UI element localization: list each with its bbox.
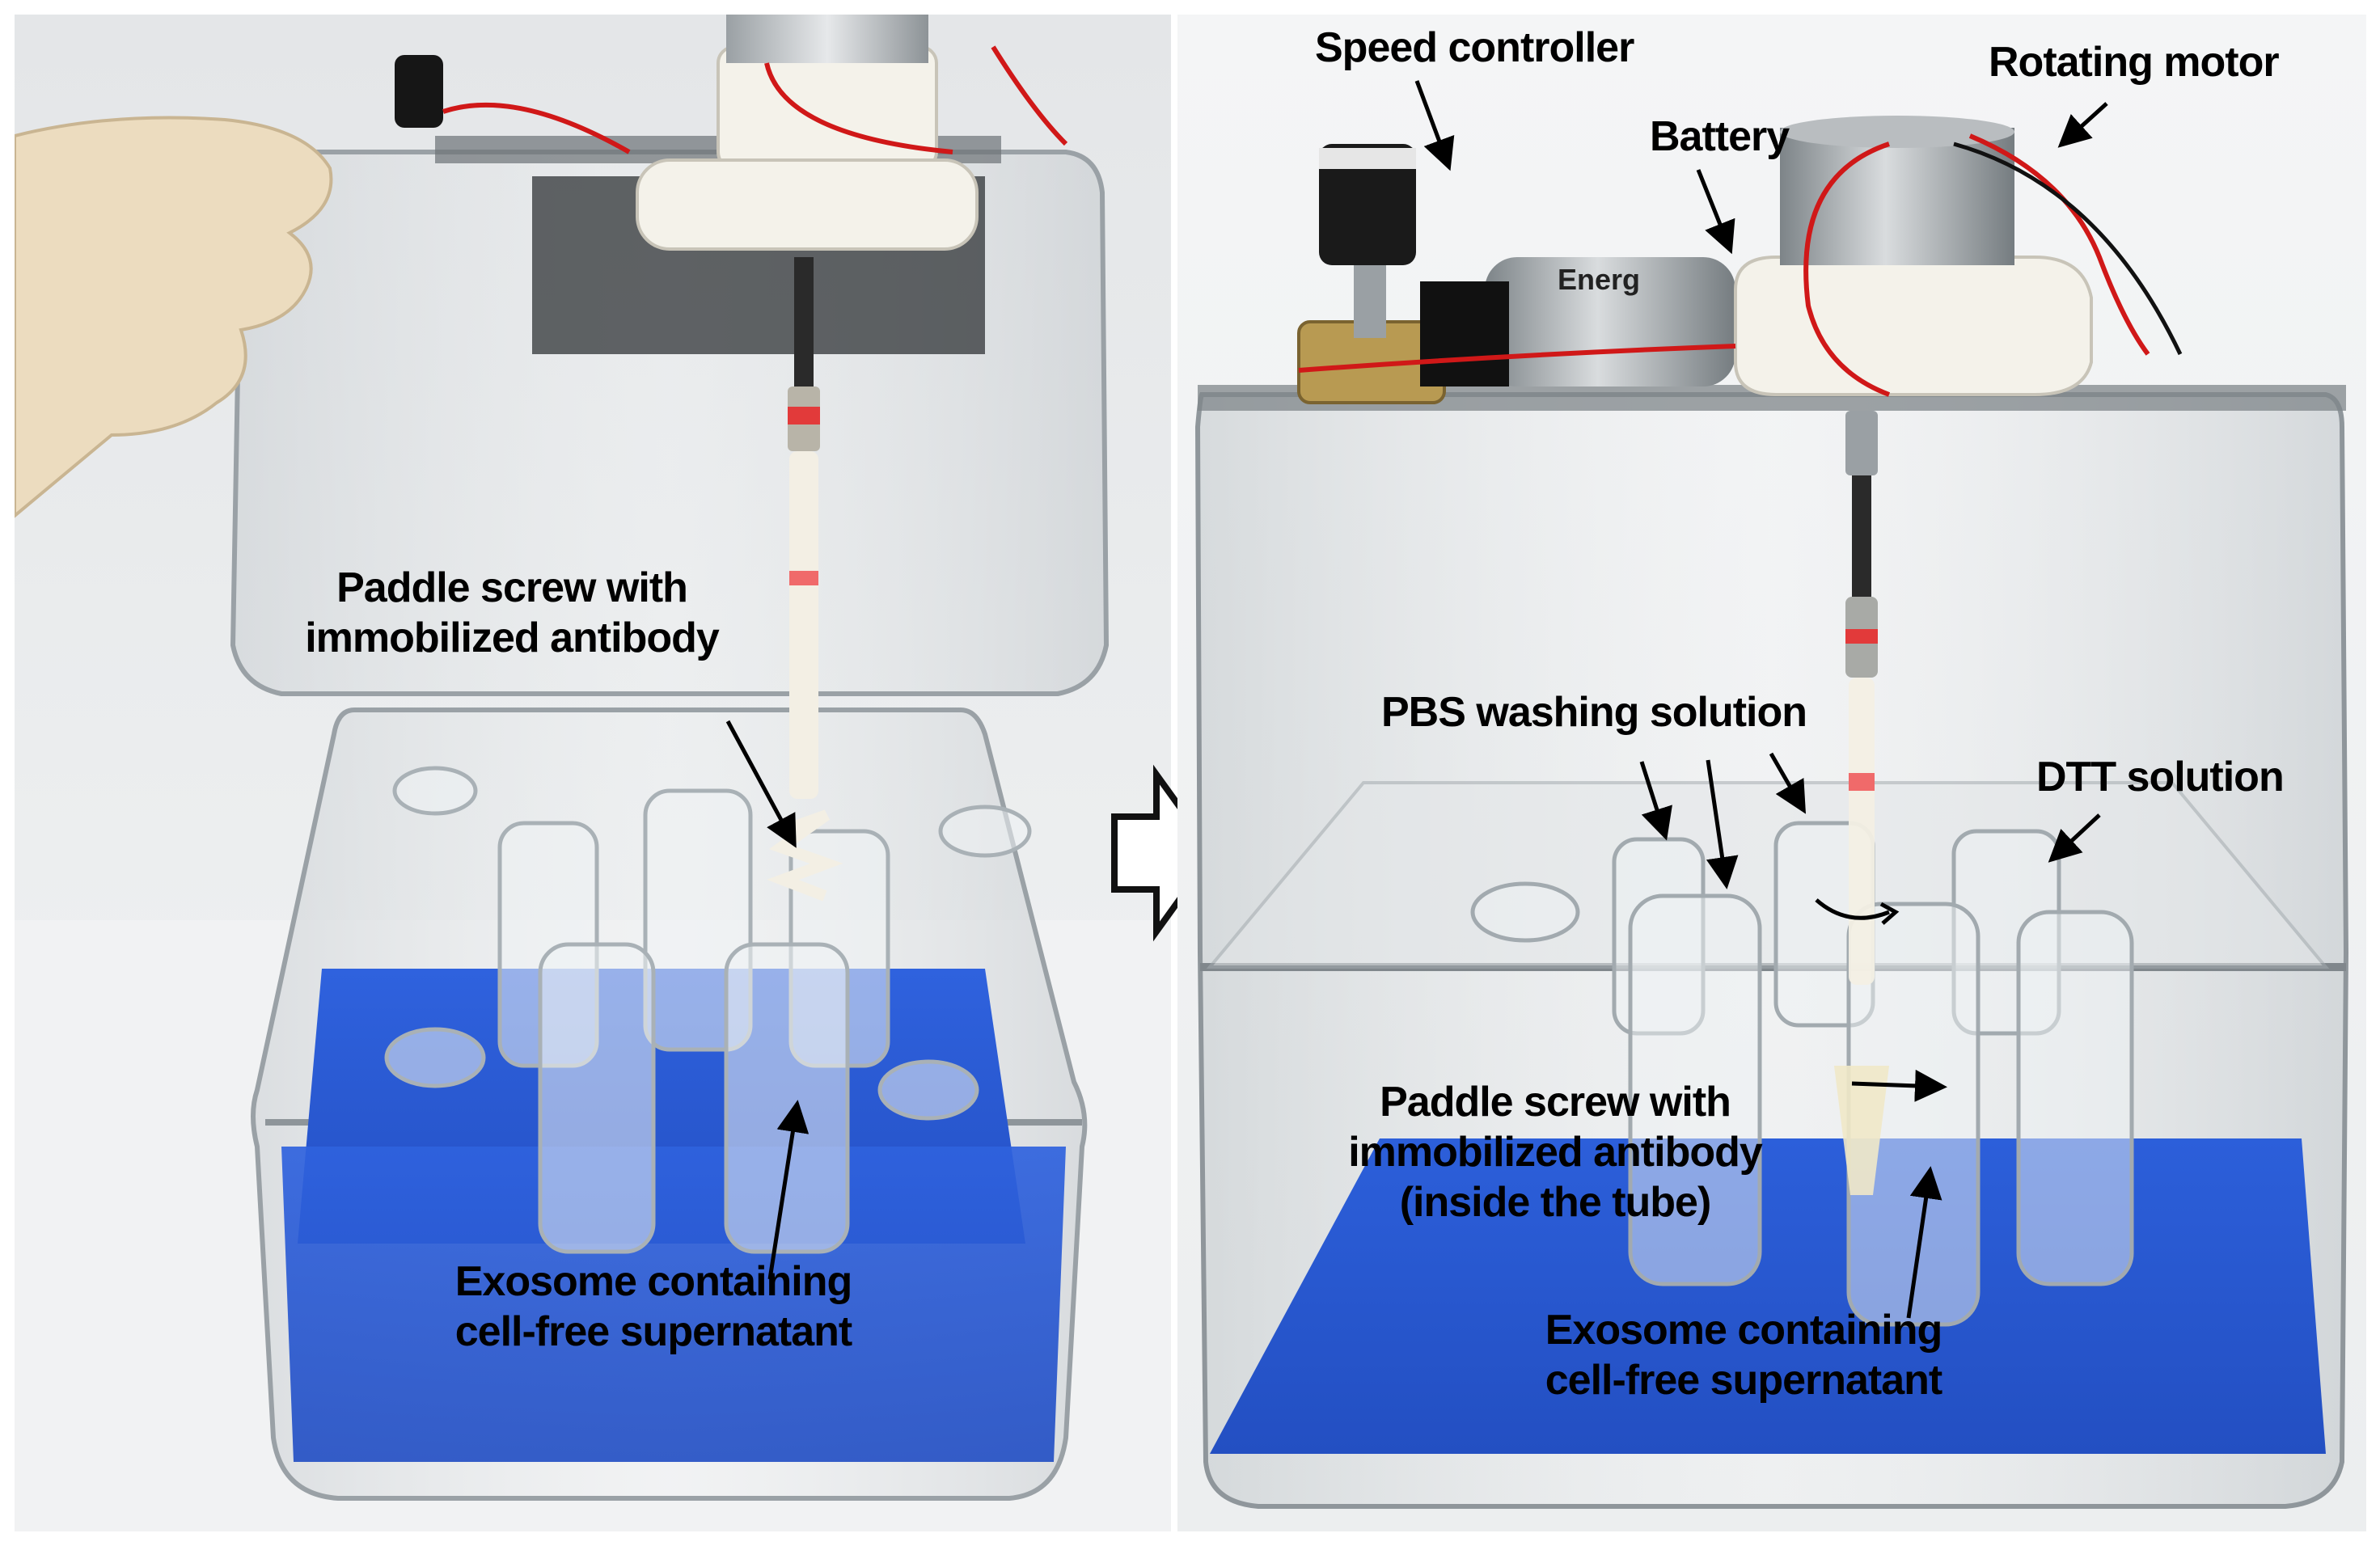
lifted-lid [230, 15, 1110, 696]
sample-tubes [384, 766, 1032, 1254]
motor-mount [1734, 256, 2093, 396]
right-exosome-label: Exosome containing cell-free supernatant [1545, 1307, 1943, 1404]
red-wire [442, 45, 1068, 154]
battery-label: Battery [1650, 113, 1790, 160]
right-photo-panel: Energ Speed controller Battery Rotating … [1177, 15, 2366, 1531]
rotation-arrow-icon [1815, 898, 1890, 920]
right-photo: Energ [1177, 15, 2366, 1531]
rotating-motor [1780, 128, 2014, 265]
left-photo-panel: Paddle screw with immobilized antibody E… [15, 15, 1171, 1531]
speed-controller-label: Speed controller [1315, 24, 1634, 71]
left-exosome-label: Exosome containing cell-free supernatant [454, 1258, 853, 1355]
left-photo [15, 15, 1171, 1531]
paddle-screw [1815, 411, 1900, 1195]
svg-text:Energ: Energ [1558, 263, 1640, 296]
speed-controller-knob [1319, 144, 1416, 265]
paddle-screw [767, 257, 843, 902]
sample-tubes [1470, 821, 2134, 1327]
gloved-hand [15, 116, 333, 518]
speed-controller-knob [395, 55, 443, 128]
dtt-solution-label: DTT solution [2036, 754, 2285, 800]
pbs-washing-solution-label: PBS washing solution [1381, 689, 1807, 736]
left-paddle-screw-label: Paddle screw with immobilized antibody [305, 564, 720, 661]
top-components: Energ [1297, 116, 2183, 404]
rotating-motor-label: Rotating motor [1989, 39, 2280, 86]
right-paddle-screw-label: Paddle screw with immobilized antibody (… [1348, 1079, 1763, 1226]
red-wire [1298, 133, 2150, 397]
